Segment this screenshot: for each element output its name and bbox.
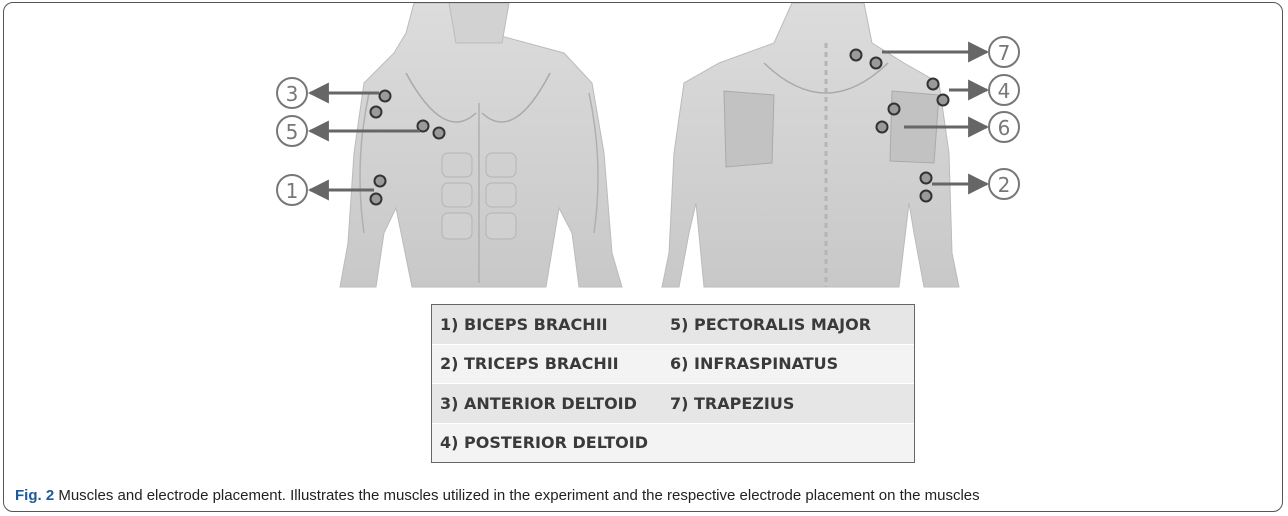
legend-cell: 1) BICEPS BRACHII [432, 315, 666, 334]
legend-row: 2) TRICEPS BRACHII 6) INFRASPINATUS [432, 345, 914, 385]
electrode-infraspinatus-b [877, 122, 888, 133]
legend-cell: 5) PECTORALIS MAJOR [666, 315, 871, 334]
badge-label-7: 7 [998, 41, 1011, 65]
electrode-trapezius-a [851, 50, 862, 61]
legend-row: 3) ANTERIOR DELTOID 7) TRAPEZIUS [432, 384, 914, 424]
badge-label-3: 3 [286, 82, 299, 106]
badge-label-1: 1 [286, 179, 299, 203]
badge-label-2: 2 [998, 173, 1011, 197]
caption-text: Muscles and electrode placement. Illustr… [54, 487, 979, 504]
legend-cell: 6) INFRASPINATUS [666, 354, 838, 373]
figure-caption: Fig. 2 Muscles and electrode placement. … [15, 487, 980, 504]
electrode-triceps-b [921, 191, 932, 202]
back-torso [662, 3, 959, 287]
muscle-legend-table: 1) BICEPS BRACHII 5) PECTORALIS MAJOR 2)… [431, 304, 915, 463]
electrode-trapezius-b [871, 58, 882, 69]
electrode-anterior-deltoid-b [371, 107, 382, 118]
electrode-triceps-a [921, 173, 932, 184]
figure-label: Fig. 2 [15, 487, 54, 504]
badge-label-4: 4 [998, 79, 1011, 103]
electrode-posterior-deltoid-b [938, 95, 949, 106]
legend-row: 1) BICEPS BRACHII 5) PECTORALIS MAJOR [432, 305, 914, 345]
electrode-infraspinatus-a [889, 104, 900, 115]
electrode-anterior-deltoid-a [380, 91, 391, 102]
legend-row: 4) POSTERIOR DELTOID [432, 424, 914, 463]
legend-cell: 3) ANTERIOR DELTOID [432, 394, 666, 413]
legend-cell: 2) TRICEPS BRACHII [432, 354, 666, 373]
electrode-posterior-deltoid-a [928, 79, 939, 90]
legend-cell: 7) TRAPEZIUS [666, 394, 794, 413]
figure-frame: 3 5 1 7 4 6 2 1) BICEPS BRACHII 5) PECTO… [3, 2, 1283, 512]
electrode-biceps-b [371, 194, 382, 205]
legend-cell: 4) POSTERIOR DELTOID [432, 433, 666, 452]
badge-label-5: 5 [286, 120, 299, 144]
electrode-pectoralis-b [434, 128, 445, 139]
electrode-biceps-a [375, 176, 386, 187]
badge-label-6: 6 [998, 116, 1011, 140]
front-torso [340, 3, 622, 287]
